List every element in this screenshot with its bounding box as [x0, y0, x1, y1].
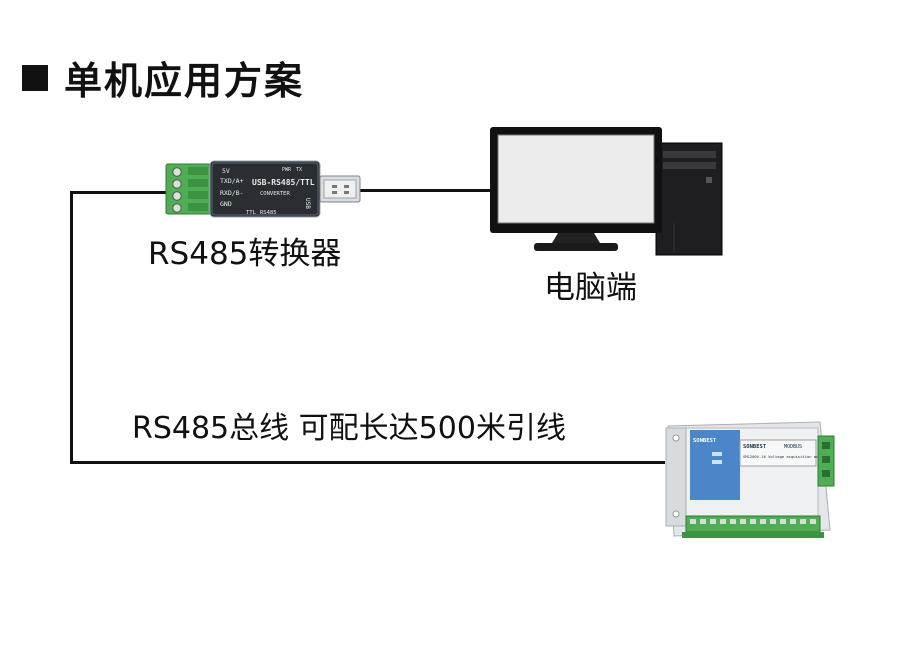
- rs485-converter: 5V TXD/A+ RXD/B- GND TTL RS485 USB-RS485…: [165, 160, 361, 218]
- side-text: RS485: [260, 210, 277, 216]
- bus-label: RS485总线 可配长达500米引线: [132, 411, 566, 446]
- pin-label: GND: [220, 200, 232, 208]
- ttl-text: TTL: [246, 210, 257, 216]
- model-text: USB-RS485/TTL: [252, 178, 315, 187]
- pc-label: 电脑端: [544, 270, 637, 306]
- led-label-tx: TX: [296, 167, 302, 173]
- title-bullet-icon: [22, 64, 48, 91]
- wire-bus-bottom: [70, 461, 665, 464]
- module-protocol: MODBUS: [784, 444, 802, 450]
- module-model: SM1200V-16 Voltage acquisition module: [743, 454, 828, 459]
- wire-vertical: [70, 191, 73, 463]
- pc-tower: [655, 142, 723, 256]
- converter-label: RS485转换器: [148, 236, 342, 272]
- pin-label: RXD/B-: [220, 189, 243, 197]
- monitor-screen: [497, 134, 655, 224]
- module-brand: SONBEST: [743, 444, 767, 450]
- page-title: 单机应用方案: [22, 50, 304, 105]
- title-text: 单机应用方案: [64, 59, 305, 103]
- led-label-pwr: PWR: [282, 167, 292, 173]
- module-brand-label: [690, 430, 740, 500]
- acquisition-module: SONBEST SONBEST MODBUS SM1200V-16 Voltag…: [665, 421, 835, 538]
- usb-text: USB: [304, 198, 311, 209]
- wire-usb-to-pc: [356, 189, 496, 192]
- pc-computer: [490, 127, 723, 256]
- wire-converter-left: [70, 191, 168, 194]
- pin-label: TXD/A+: [220, 177, 244, 185]
- pin-label: 5V: [222, 167, 230, 175]
- module-brand-left: SONBEST: [693, 438, 717, 444]
- converter-subtext: CONVERTER: [260, 191, 290, 197]
